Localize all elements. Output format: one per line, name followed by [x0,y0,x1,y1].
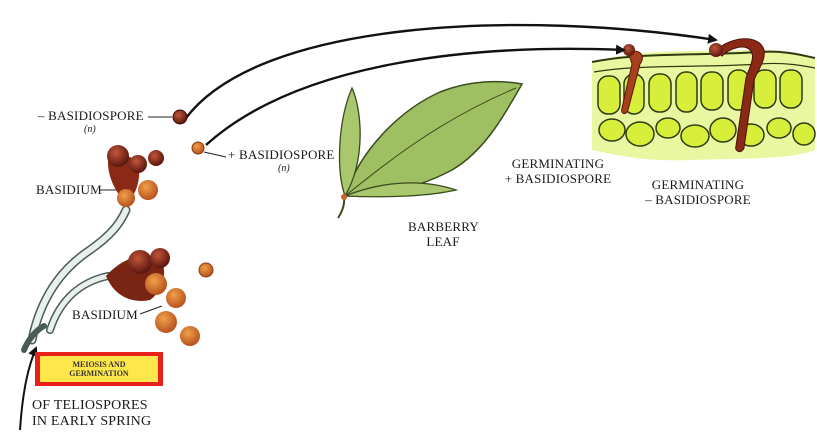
pos-basidiospore-label: + BASIDIOSPORE [228,148,335,163]
teliospores-label-line2: IN EARLY SPRING [32,414,151,430]
germinating-neg-label: GERMINATING – BASIDIOSPORE [636,178,760,208]
germinating-pos-label-line1: GERMINATING [498,157,618,172]
germinating-neg-label-line2: – BASIDIOSPORE [636,193,760,208]
barberry-leaf-icon [338,82,522,218]
basidium-lower-label: BASIDIUM [72,308,138,323]
badge-line1: MEIOSIS AND [72,360,125,369]
germinating-pos-label-line2: + BASIDIOSPORE [498,172,618,187]
basidium-icon [107,145,164,207]
teliospores-label-line1: OF TELIOSPORES [32,398,151,414]
leader-line [140,306,162,314]
neg-ploidy-label: (n) [84,124,96,135]
meiosis-germination-badge: MEIOSIS AND GERMINATION [35,352,163,386]
barberry-leaf-label-line2: LEAF [408,235,478,250]
neg-basidiospore-icon [173,110,187,124]
leader-line [204,152,226,157]
free-spore-icon [199,263,213,277]
basidium-upper-label: BASIDIUM [36,183,102,198]
germinating-pos-label: GERMINATING + BASIDIOSPORE [498,157,618,187]
basidium-icon [106,248,200,346]
neg-basidiospore-label: – BASIDIOSPORE [38,109,144,124]
badge-inner: MEIOSIS AND GERMINATION [40,356,158,382]
badge-line2: GERMINATION [69,369,128,378]
pos-basidiospore-icon [192,142,204,154]
germinating-neg-label-line1: GERMINATING [636,178,760,193]
teliospores-label: OF TELIOSPORES IN EARLY SPRING [32,398,151,430]
barberry-leaf-label-line1: BARBERRY [408,220,478,235]
barberry-leaf-label: BARBERRY LEAF [408,220,478,250]
pos-ploidy-label: (n) [278,163,290,174]
